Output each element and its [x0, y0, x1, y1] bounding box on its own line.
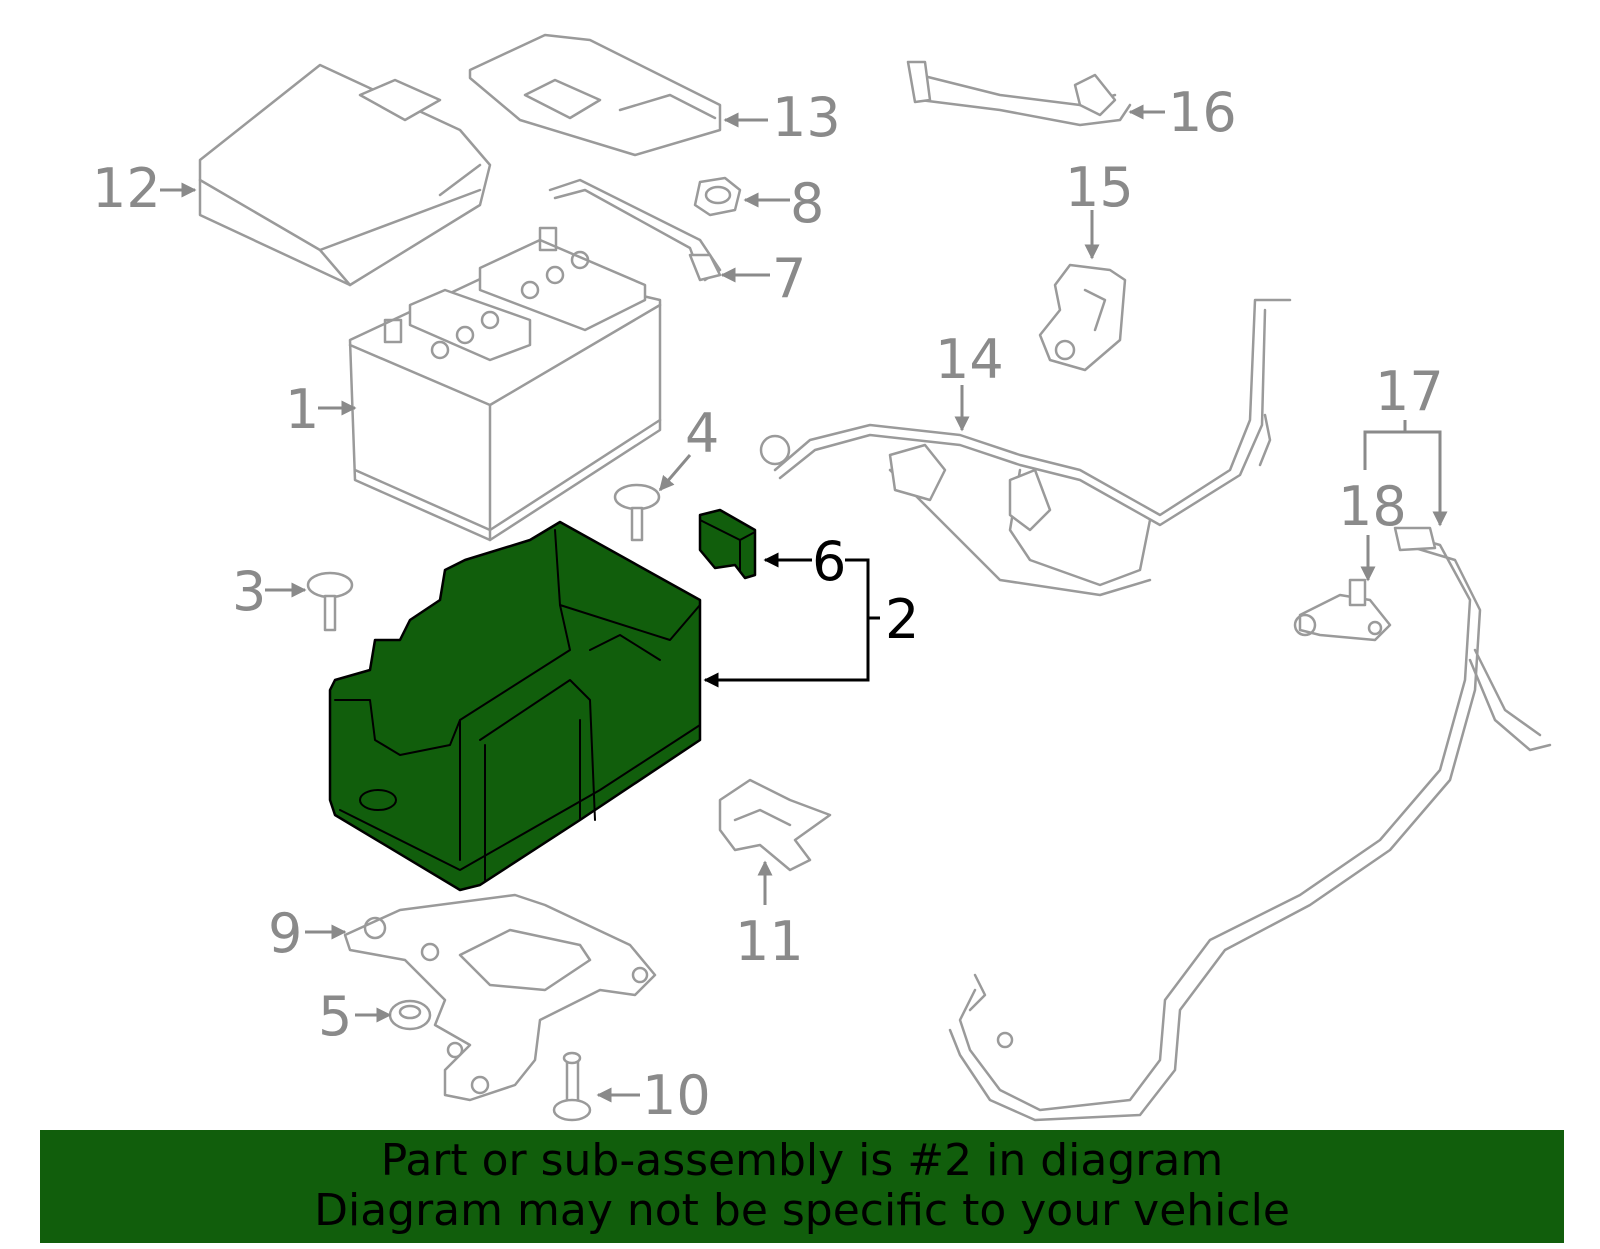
bolt-4-part[interactable] [613, 483, 661, 542]
callout-15: 15 [1065, 156, 1134, 219]
leader-lines [160, 104, 1448, 1103]
long-cable-part[interactable] [948, 526, 1552, 1122]
callout-5: 5 [318, 985, 352, 1048]
battery-part[interactable] [348, 226, 662, 542]
callout-10: 10 [642, 1064, 711, 1127]
callout-12: 12 [92, 157, 161, 220]
callout-9: 9 [268, 902, 302, 965]
callout-14: 14 [935, 328, 1004, 391]
battery-cover-part[interactable] [198, 63, 492, 287]
sensor-18-part[interactable] [1293, 578, 1392, 642]
sensor-clip-part[interactable] [1038, 263, 1127, 372]
nut-5-part[interactable] [388, 999, 432, 1031]
callout-13: 13 [772, 86, 841, 149]
banner-line-2: Diagram may not be specific to your vehi… [314, 1185, 1290, 1236]
bolt-10-part[interactable] [552, 1051, 592, 1122]
banner-line-1: Part or sub-assembly is #2 in diagram [380, 1135, 1224, 1186]
nut-8-part[interactable] [693, 176, 742, 217]
callout-2: 2 [885, 588, 919, 651]
bracket-11-part[interactable] [718, 778, 832, 872]
callout-4: 4 [685, 402, 719, 465]
top-cover-plate-part[interactable] [468, 33, 722, 157]
bolt-3-part[interactable] [306, 571, 354, 632]
callout-17: 17 [1375, 360, 1444, 423]
hold-down-strap-part[interactable] [548, 178, 722, 282]
base-plate-part[interactable] [343, 893, 657, 1102]
clip-6-part[interactable] [698, 508, 757, 580]
callout-18: 18 [1338, 475, 1407, 538]
callout-1: 1 [285, 378, 319, 441]
callout-3: 3 [232, 560, 266, 623]
callout-8: 8 [790, 172, 824, 235]
callout-11: 11 [735, 910, 804, 973]
cable-bracket-part[interactable] [906, 60, 1132, 127]
info-banner: Part or sub-assembly is #2 in diagram Di… [40, 1130, 1564, 1243]
callout-6: 6 [812, 530, 846, 593]
callout-16: 16 [1168, 81, 1237, 144]
callout-7: 7 [772, 247, 806, 310]
callout-labels: 12 13 16 8 7 15 14 1 4 3 17 18 9 11 5 10… [92, 81, 1444, 1127]
battery-tray-part[interactable] [328, 520, 702, 892]
battery-cable-part[interactable] [759, 298, 1292, 597]
